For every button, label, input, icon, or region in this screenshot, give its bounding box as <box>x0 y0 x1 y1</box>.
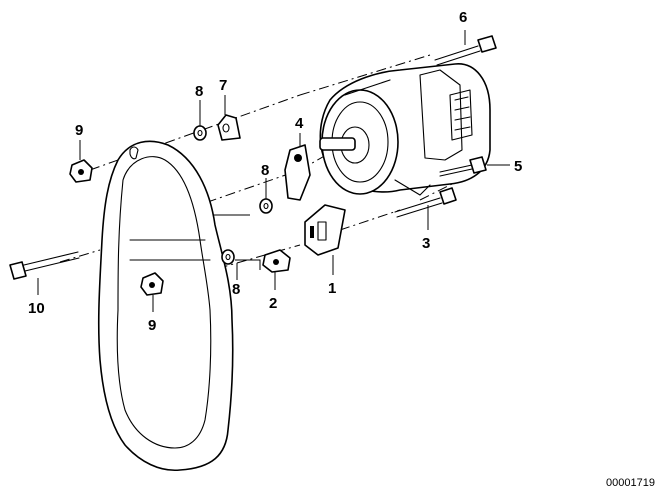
bolt-5 <box>439 156 487 177</box>
callout-8-top: 8 <box>195 83 203 100</box>
callout-6: 6 <box>459 9 467 26</box>
callout-labels: 6 7 8 9 4 5 8 3 1 2 8 10 9 <box>28 9 522 334</box>
callout-10: 10 <box>28 300 45 317</box>
callout-9-bottom: 9 <box>148 317 156 334</box>
bolt-10 <box>9 251 80 280</box>
document-number: 00001719 <box>606 477 655 489</box>
callout-8-bottom: 8 <box>232 281 240 298</box>
callout-3: 3 <box>422 235 430 252</box>
bolt-3 <box>394 187 457 218</box>
bolt-6 <box>434 35 497 66</box>
bushing-7 <box>217 114 241 141</box>
washers-8 <box>193 125 273 265</box>
nut-2 <box>262 249 291 273</box>
bracket-4 <box>284 144 311 201</box>
alternator <box>319 63 491 196</box>
callout-8-middle: 8 <box>261 162 269 179</box>
callout-1: 1 <box>328 280 336 297</box>
bracket-1 <box>304 204 346 256</box>
nuts-9 <box>69 159 164 296</box>
callout-5: 5 <box>514 158 522 175</box>
callout-4: 4 <box>295 115 304 132</box>
callout-9-top: 9 <box>75 122 83 139</box>
callout-leaders <box>37 30 510 312</box>
callout-7: 7 <box>219 77 227 94</box>
protective-cover <box>97 140 234 472</box>
callout-2: 2 <box>269 295 277 312</box>
